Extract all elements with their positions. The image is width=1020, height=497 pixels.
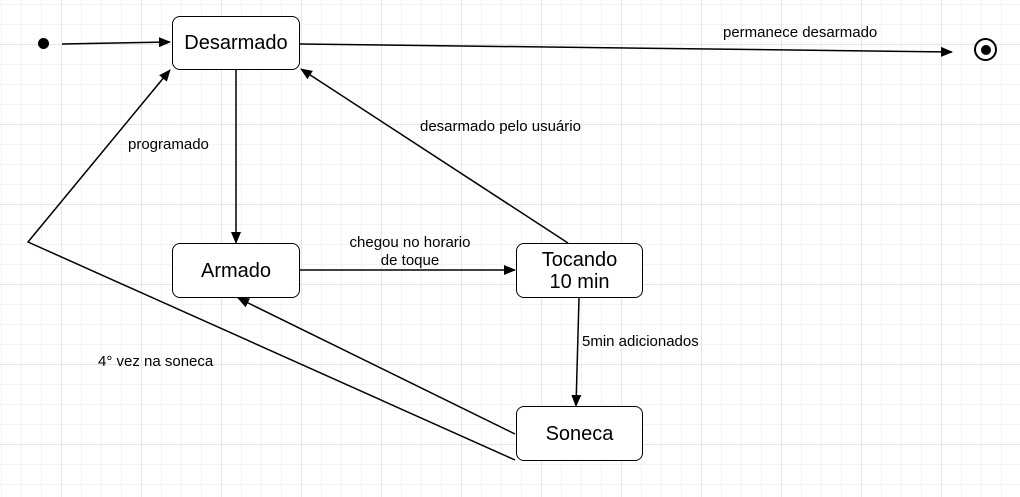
state-armado-label: Armado [200, 259, 272, 282]
state-soneca-label: Soneca [545, 422, 614, 445]
edge-soneca-to-armado[interactable] [237, 297, 516, 435]
label-chegou-no-horario: chegou no horario de toque [330, 234, 490, 270]
edge-tocando-to-soneca[interactable] [571, 297, 582, 407]
label-chegou-line2: de toque [380, 252, 440, 269]
label-desarmado-pelo-usuario: desarmado pelo usuário [420, 118, 581, 135]
label-programado: programado [128, 136, 209, 153]
final-state-node[interactable] [974, 38, 997, 61]
label-5min-adicionados: 5min adicionados [582, 333, 699, 350]
state-tocando-label-line2: 10 min [549, 270, 610, 293]
state-tocando-label-line1: Tocando [541, 248, 618, 271]
final-state-dot [980, 44, 991, 55]
state-desarmado[interactable]: Desarmado [172, 16, 300, 70]
label-chegou-line1: chegou no horario [349, 234, 471, 251]
initial-state-node[interactable] [38, 38, 49, 49]
state-desarmado-label: Desarmado [184, 32, 288, 54]
state-armado[interactable]: Armado [172, 243, 300, 298]
state-tocando[interactable]: Tocando 10 min [516, 243, 643, 298]
edge-initial-to-desarmado[interactable] [61, 37, 171, 48]
label-4-vez-na-soneca: 4° vez na soneca [98, 353, 214, 370]
state-soneca[interactable]: Soneca [516, 406, 643, 461]
label-permanece-desarmado: permanece desarmado [723, 24, 878, 41]
edge-tocando-to-desarmado[interactable] [300, 68, 569, 244]
edge-desarmado-to-final[interactable] [299, 43, 953, 57]
edge-soneca-to-desarmado[interactable] [26, 69, 516, 461]
